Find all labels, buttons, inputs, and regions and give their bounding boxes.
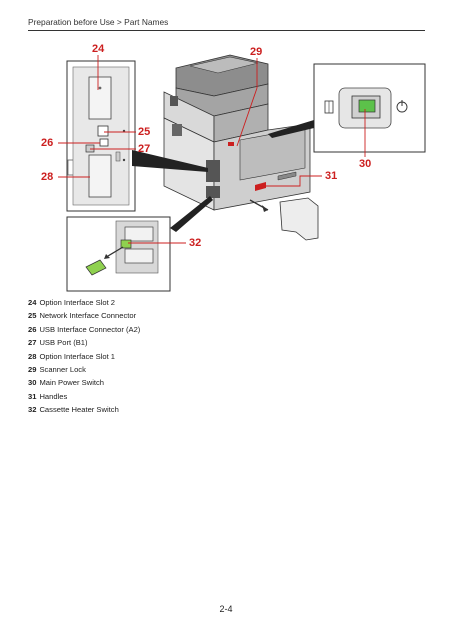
part-label: USB Interface Connector (A2) (39, 324, 141, 334)
page-number: 2-4 (219, 604, 233, 614)
callout-28: 28 (41, 171, 54, 183)
leader-lines (58, 55, 366, 244)
machine-illustration (58, 54, 426, 292)
part-number: 28 (28, 351, 37, 361)
callout-29: 29 (250, 46, 263, 58)
part-number: 31 (28, 391, 37, 401)
pointer-wedge-right (268, 120, 314, 138)
heater-cover (85, 259, 107, 276)
pointer-wedge-left (132, 150, 208, 172)
part-label: Handles (39, 391, 68, 401)
part-label: Cassette Heater Switch (39, 405, 119, 415)
scanner-lock-mark (228, 142, 234, 146)
part-label: Main Power Switch (39, 378, 105, 388)
part-number: 24 (28, 298, 37, 307)
part-label: Scanner Lock (39, 364, 86, 374)
part-names-figure: 24 25 26 27 28 29 30 31 32 (0, 0, 452, 300)
network-port (97, 125, 109, 137)
callout-27: 27 (138, 143, 151, 155)
interface-panel-inset (66, 60, 136, 212)
part-number: 30 (28, 378, 37, 388)
part-label: USB Port (B1) (39, 338, 88, 348)
callout-32: 32 (189, 237, 202, 249)
option-slot-2 (88, 76, 112, 120)
callout-25: 25 (138, 126, 151, 138)
power-switch-rocker (358, 99, 376, 113)
rear-cover (279, 197, 319, 241)
header-rule (28, 30, 425, 31)
handle-mark (255, 182, 266, 191)
part-number: 32 (28, 405, 37, 415)
part-number: 26 (28, 324, 37, 334)
callout-24: 24 (92, 43, 105, 55)
multifunction-printer (132, 54, 319, 241)
callout-31: 31 (325, 170, 338, 182)
callout-26: 26 (41, 137, 54, 149)
part-number: 25 (28, 311, 37, 321)
heater-switch-inset (66, 216, 171, 292)
part-label: Option Interface Slot 1 (39, 351, 116, 361)
part-label: Option Interface Slot 2 (39, 298, 116, 307)
usb-b1-port (85, 144, 95, 153)
option-slot-1 (88, 154, 112, 198)
callout-30: 30 (359, 158, 372, 170)
usb-a2-port (99, 138, 109, 147)
part-number: 29 (28, 364, 37, 374)
part-label: Network Interface Connector (39, 311, 137, 321)
main-power-switch-inset (313, 63, 426, 153)
part-number: 27 (28, 338, 37, 348)
pointer-wedge-bottom (170, 196, 213, 232)
breadcrumb: Preparation before Use > Part Names (28, 17, 169, 27)
heater-switch (120, 239, 132, 249)
